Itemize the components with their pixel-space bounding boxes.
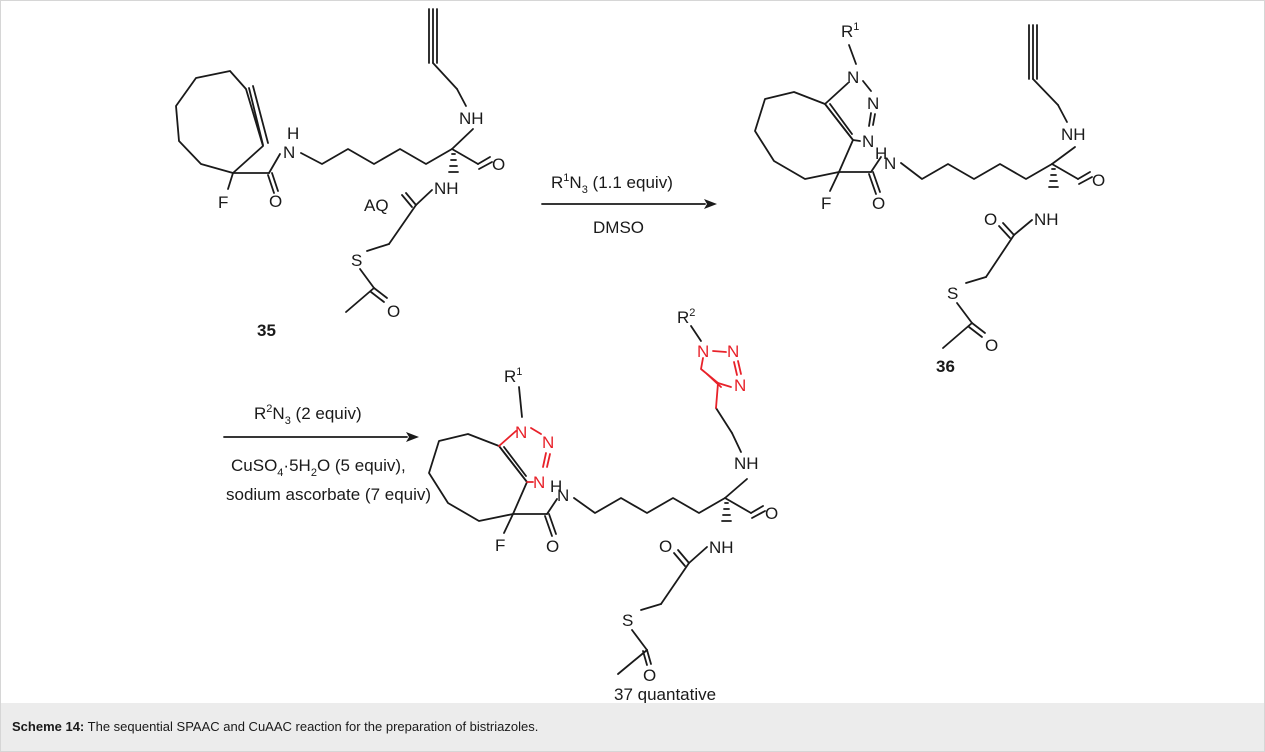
reaction-arrow-step2: R2N3 (2 equiv) CuSO4·5H2O (5 equiv), sod… — [223, 403, 431, 504]
atom-NH: NH — [434, 179, 459, 198]
atom-S: S — [622, 611, 633, 630]
atom-NH: NH — [1061, 125, 1086, 144]
caption-label: Scheme 14: — [12, 719, 85, 734]
compound-37: N N N R1 F O N H O NH N N — [428, 307, 778, 703]
atom-H-amide: H — [875, 144, 887, 163]
figure-caption: Scheme 14: The sequential SPAAC and CuAA… — [1, 703, 1264, 751]
atom-NH: NH — [709, 538, 734, 557]
atom-N: N — [862, 132, 874, 151]
compound-number-36: 36 — [936, 357, 955, 376]
reaction-scheme: F O N H O NH NH AQ S — [175, 8, 1105, 703]
cyclooctane-ring — [754, 91, 854, 180]
substituent-R1: R1 — [841, 21, 859, 41]
compound-37-label: 37 quantative — [614, 685, 716, 703]
caption-text: The sequential SPAAC and CuAAC reaction … — [84, 719, 539, 734]
atom-O: O — [1092, 171, 1105, 190]
step1-reagent: R1N3 (1.1 equiv) — [551, 172, 673, 196]
alkyl-chain — [900, 162, 1053, 180]
reaction-arrow-step1: R1N3 (1.1 equiv) DMSO — [541, 172, 717, 237]
atom-H-amide: H — [550, 477, 562, 496]
atom-N-red: N — [533, 473, 545, 492]
atom-F: F — [218, 193, 228, 212]
atom-N-red: N — [727, 342, 739, 361]
stereo-hash — [721, 502, 732, 522]
atom-NH: NH — [734, 454, 759, 473]
atom-N-amide: N — [557, 486, 569, 505]
cyclooctyne-ring — [175, 70, 264, 174]
atom-N: N — [867, 94, 879, 113]
atom-F: F — [495, 536, 505, 555]
atom-S: S — [351, 251, 362, 270]
substituent-R1: R1 — [504, 366, 522, 386]
atom-N-amide: N — [884, 154, 896, 173]
atom-N-red: N — [697, 342, 709, 361]
atom-O: O — [387, 302, 400, 321]
compound-35: F O N H O NH NH AQ S — [175, 8, 505, 340]
alkyl-chain — [573, 497, 726, 514]
atom-N-red: N — [542, 433, 554, 452]
cyclooctane-ring — [428, 433, 528, 522]
compound-36: N N N R1 F O N H O NH — [754, 21, 1105, 376]
atom-O: O — [492, 155, 505, 174]
atom-S: S — [947, 284, 958, 303]
atom-F: F — [821, 194, 831, 213]
step1-solvent: DMSO — [593, 218, 644, 237]
atom-H-amide: H — [287, 124, 299, 143]
atom-N: N — [847, 68, 859, 87]
atom-N-red: N — [515, 423, 527, 442]
compound-number-35: 35 — [257, 321, 276, 340]
atom-NH: NH — [459, 109, 484, 128]
atom-O: O — [659, 537, 672, 556]
atom-O: O — [269, 192, 282, 211]
atom-AQ: AQ — [364, 196, 389, 215]
atom-N-amide: N — [283, 143, 295, 162]
atom-O: O — [872, 194, 885, 213]
step2-catalyst: CuSO4·5H2O (5 equiv), — [231, 456, 406, 479]
stereo-hash — [1048, 168, 1059, 188]
step2-reagent: R2N3 (2 equiv) — [254, 403, 362, 427]
atom-O: O — [985, 336, 998, 355]
atom-O: O — [643, 666, 656, 685]
alkyl-chain — [300, 148, 453, 165]
atom-O: O — [546, 537, 559, 556]
substituent-R2: R2 — [677, 307, 695, 327]
atom-O: O — [984, 210, 997, 229]
atom-NH: NH — [1034, 210, 1059, 229]
stereo-hash — [448, 153, 459, 173]
atom-O: O — [765, 504, 778, 523]
step2-additive: sodium ascorbate (7 equiv) — [226, 485, 431, 504]
atom-N-red: N — [734, 376, 746, 395]
